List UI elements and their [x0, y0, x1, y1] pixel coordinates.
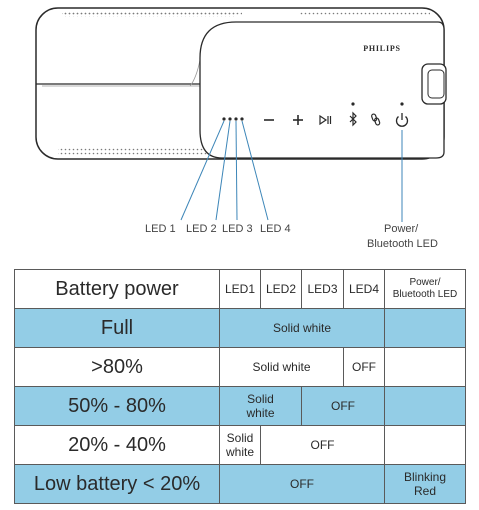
power-icon[interactable]	[395, 113, 409, 127]
play-pause-icon[interactable]	[319, 114, 332, 126]
led-4	[240, 117, 244, 121]
callout-power-line2: Bluetooth LED	[367, 238, 438, 250]
row-power	[384, 386, 466, 426]
header-led3: LED3	[301, 269, 344, 309]
volume-up-icon[interactable]	[293, 115, 303, 125]
callout-lines	[180, 120, 403, 222]
callout-power-line1: Power/	[384, 223, 419, 235]
control-panel	[199, 21, 445, 159]
callout-led4: LED 4	[260, 223, 291, 235]
row-off: OFF	[260, 425, 385, 465]
row-off: OFF	[301, 386, 385, 426]
table-row: Full Solid white	[14, 308, 466, 348]
header-led1: LED1	[219, 269, 261, 309]
battery-status-table: Battery power LED1 LED2 LED3 LED4 Power/…	[14, 269, 466, 504]
speaker-diagram: PHILIPS	[35, 7, 447, 222]
row-level: 20% - 40%	[14, 425, 220, 465]
row-power	[384, 308, 466, 348]
header-power-line2: Bluetooth LED	[392, 289, 458, 300]
row-power-line1: Blinking	[403, 470, 447, 484]
row-power-line2: Red	[413, 484, 436, 498]
table-row: 20% - 40% Solid white OFF	[14, 425, 466, 465]
row-status-line2: white	[246, 406, 275, 420]
callout-led1: LED 1	[145, 223, 176, 235]
callout-led3: LED 3	[222, 223, 253, 235]
table-row: Low battery < 20% OFF Blinking Red	[14, 464, 466, 504]
row-status: Solid white	[219, 347, 344, 387]
row-status-line1: Solid	[226, 431, 254, 445]
header-led2: LED2	[260, 269, 302, 309]
led-2	[228, 117, 232, 121]
header-battery-power: Battery power	[14, 269, 220, 309]
bluetooth-led	[351, 102, 355, 106]
row-level: 50% - 80%	[14, 386, 220, 426]
table-row: >80% Solid white OFF	[14, 347, 466, 387]
row-level: Low battery < 20%	[14, 464, 220, 504]
row-off: OFF	[219, 464, 385, 504]
row-status: Solid white	[219, 386, 302, 426]
link-icon[interactable]	[371, 113, 381, 126]
row-status-line1: Solid	[247, 392, 274, 406]
brand-logo: PHILIPS	[363, 44, 401, 53]
callout-led2: LED 2	[186, 223, 217, 235]
row-status: Solid white	[219, 425, 261, 465]
header-power-bluetooth: Power/ Bluetooth LED	[384, 269, 466, 309]
table-header-row: Battery power LED1 LED2 LED3 LED4 Power/…	[14, 269, 466, 309]
bluetooth-icon[interactable]	[349, 111, 357, 127]
row-level: >80%	[14, 347, 220, 387]
row-power	[384, 425, 466, 465]
row-level: Full	[14, 308, 220, 348]
led-3	[234, 117, 238, 121]
row-power: Blinking Red	[384, 464, 466, 504]
header-power-line1: Power/	[409, 277, 441, 288]
power-led	[400, 102, 404, 106]
row-status: Solid white	[219, 308, 385, 348]
header-led4: LED4	[343, 269, 385, 309]
row-led4: OFF	[343, 347, 385, 387]
row-status-line2: white	[225, 445, 254, 459]
row-power	[384, 347, 466, 387]
led-1	[222, 117, 226, 121]
table-row: 50% - 80% Solid white OFF	[14, 386, 466, 426]
